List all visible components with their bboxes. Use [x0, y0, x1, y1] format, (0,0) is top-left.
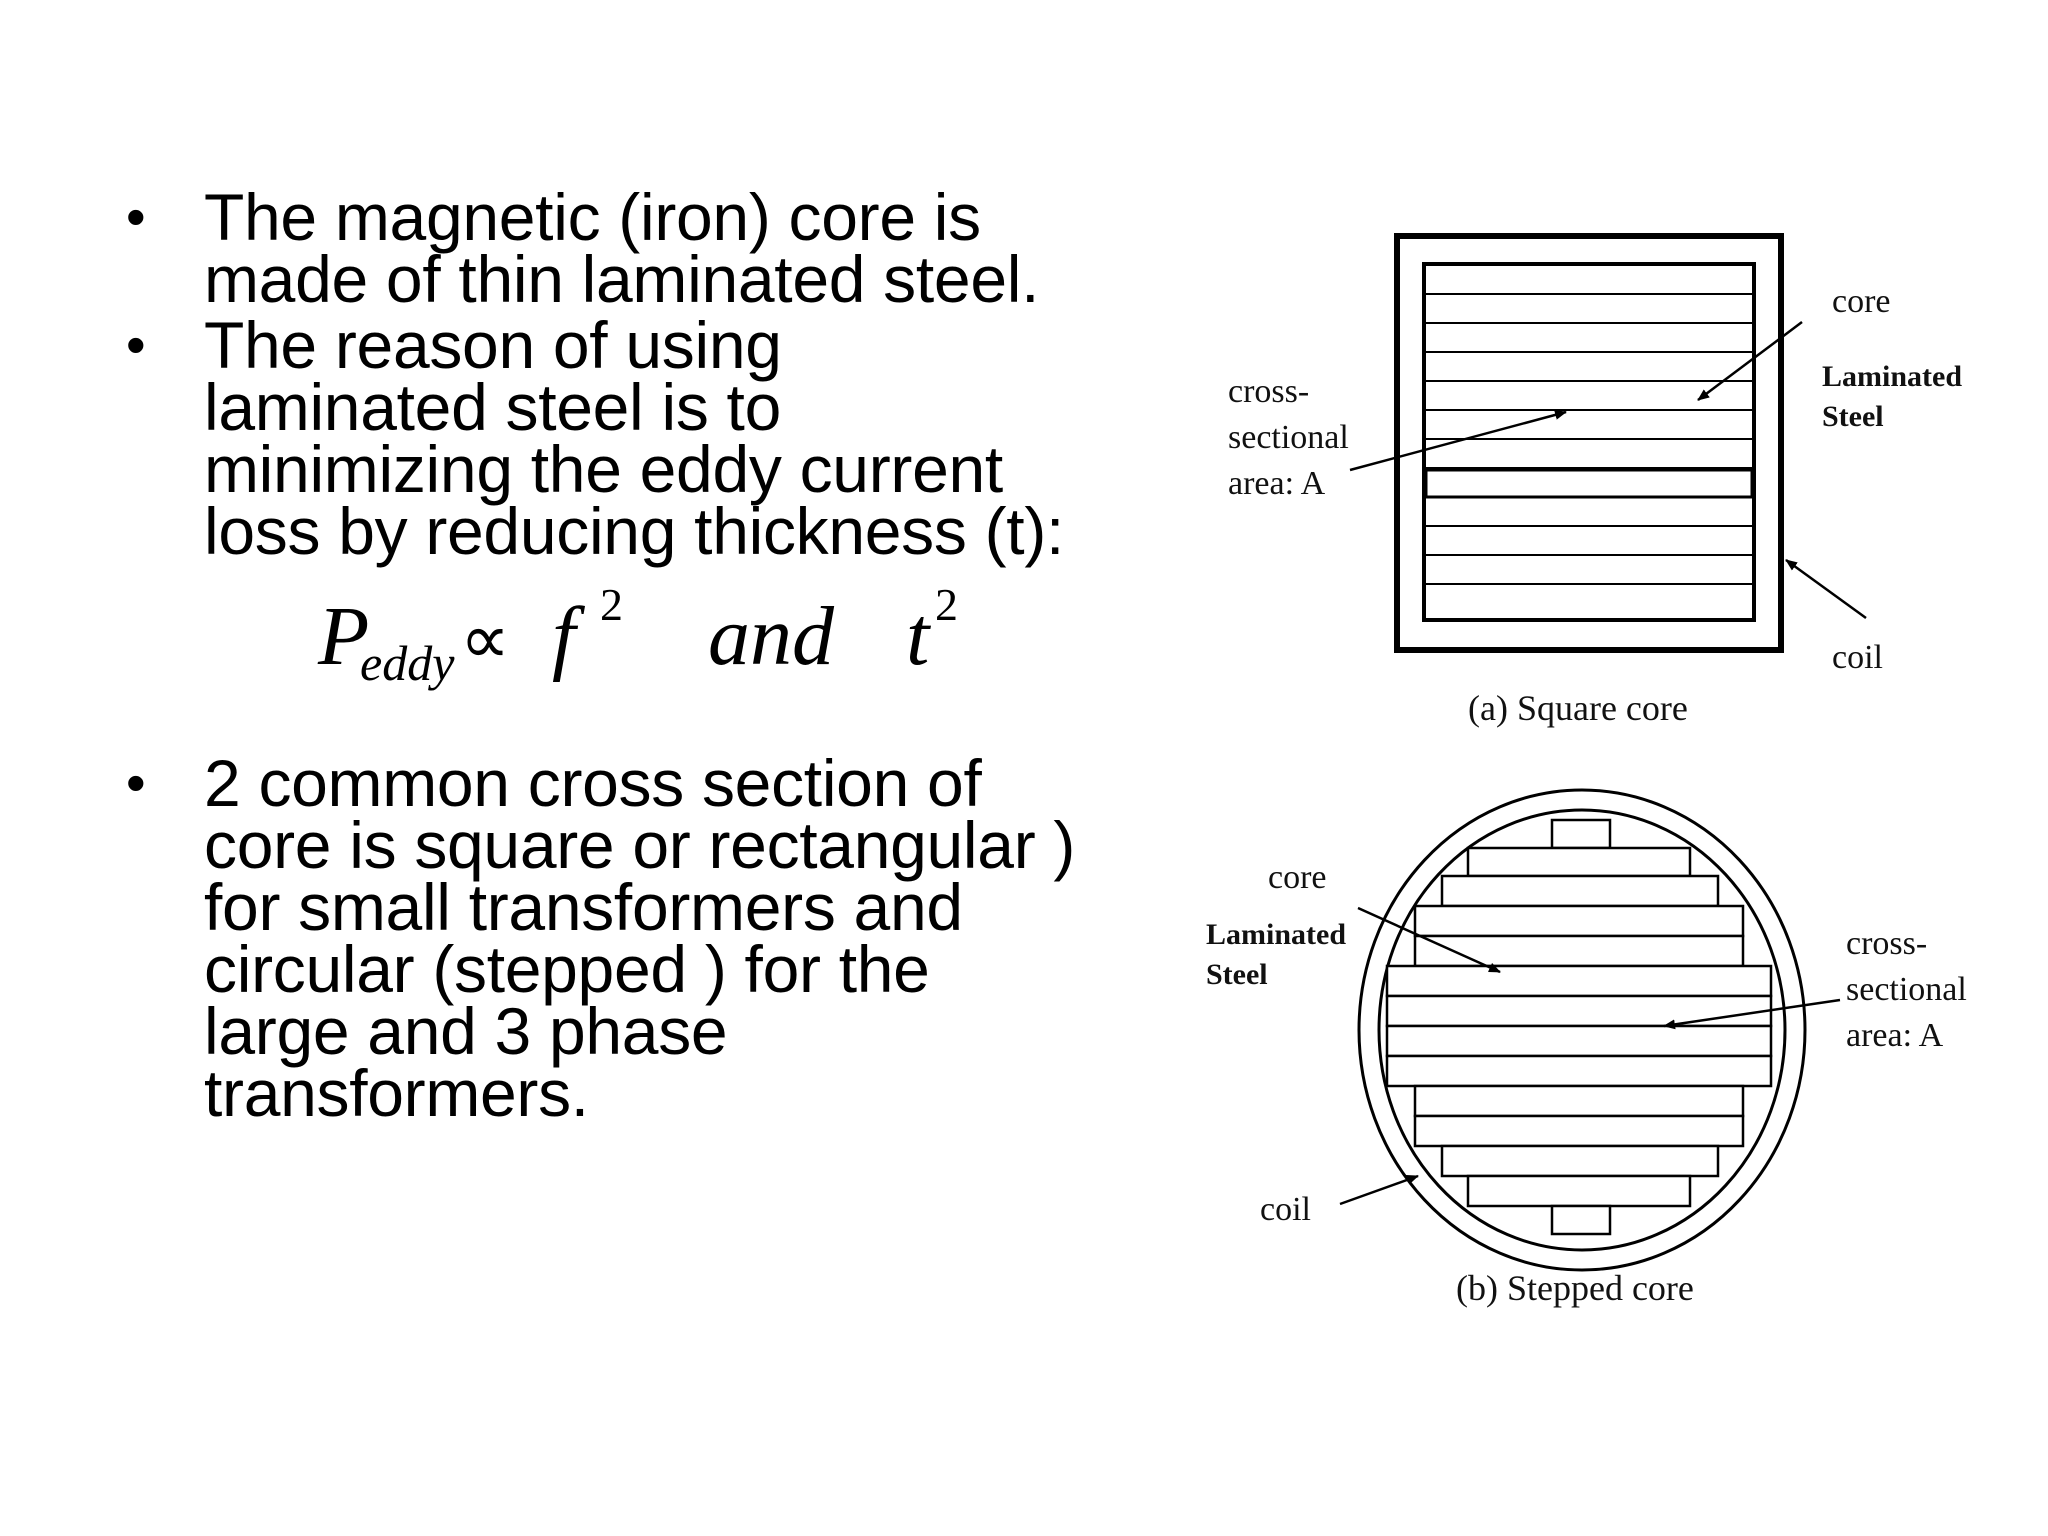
stepped-laminations	[1385, 818, 1773, 1236]
label-cross-b: cross-	[1846, 925, 1927, 962]
coil-outline	[1394, 233, 1784, 653]
cross-section-strip	[1424, 468, 1754, 499]
caption-square-core: (a) Square core	[1468, 688, 1688, 728]
bullet-item: • The reason of using laminated steel is…	[120, 312, 1080, 564]
core-arrow	[1697, 321, 1803, 401]
label-coil: coil	[1832, 639, 1883, 676]
label-area: area: A	[1228, 465, 1326, 502]
stepped-core-diagram: core Laminated Steel cross- sectional ar…	[1206, 788, 1967, 1308]
eddy-loss-formula: P eddy ∝ f 2 and t 2	[120, 562, 1080, 712]
label-core: core	[1832, 283, 1891, 320]
bullet-marker: •	[126, 313, 146, 376]
bullet-marker: •	[126, 185, 146, 248]
label-steel-b: Steel	[1206, 958, 1268, 991]
label-steel: Steel	[1822, 400, 1884, 433]
formula-subscript: eddy	[360, 635, 455, 691]
coil-arrow	[1785, 558, 1867, 620]
label-sectional: sectional	[1228, 419, 1349, 456]
cross-section-arrow-b	[1663, 998, 1841, 1030]
outer-coil-ellipse	[1357, 788, 1807, 1272]
inner-coil-ellipse	[1377, 808, 1787, 1252]
bullet-text: 2 common cross section of core is square…	[204, 746, 1076, 1130]
label-cross: cross-	[1228, 373, 1309, 410]
bullet-item: • 2 common cross section of core is squa…	[120, 750, 1080, 1126]
core-outline	[1422, 262, 1756, 622]
label-core-b: core	[1268, 859, 1327, 896]
bullet-text: The reason of using laminated steel is t…	[204, 308, 1065, 568]
core-arrow-b	[1357, 906, 1501, 974]
label-sectional-b: sectional	[1846, 971, 1967, 1008]
formula-t: t	[906, 590, 930, 683]
formula-f-exponent: 2	[600, 579, 623, 630]
formula-proportional: ∝	[460, 602, 511, 679]
label-laminated: Laminated	[1822, 360, 1962, 393]
label-laminated-b: Laminated	[1206, 918, 1346, 951]
formula-t-exponent: 2	[935, 579, 958, 630]
bullet-item: • The magnetic (iron) core is made of th…	[120, 184, 1080, 312]
bullet-text: The magnetic (iron) core is made of thin…	[204, 180, 1040, 316]
caption-stepped-core: (b) Stepped core	[1456, 1268, 1694, 1308]
coil-arrow-b	[1339, 1174, 1419, 1206]
bullet-marker: •	[126, 751, 146, 814]
lamination-lines	[1424, 293, 1754, 585]
bullet-list: • The magnetic (iron) core is made of th…	[120, 184, 1080, 1126]
cross-section-arrow	[1349, 410, 1567, 472]
formula-p: P	[318, 590, 370, 683]
formula-f: f	[552, 590, 576, 683]
label-area-b: area: A	[1846, 1017, 1944, 1054]
label-coil-b: coil	[1260, 1191, 1311, 1228]
square-core-diagram: core Laminated Steel cross- sectional ar…	[1228, 233, 1962, 728]
formula-and: and	[708, 590, 834, 683]
